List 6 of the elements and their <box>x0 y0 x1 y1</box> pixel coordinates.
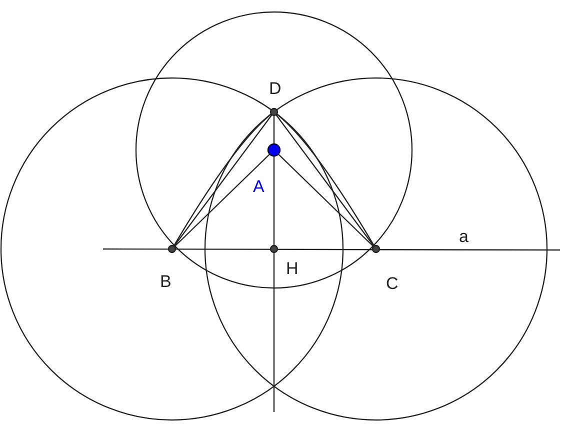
point-label: C <box>386 275 398 292</box>
point-label: A <box>253 178 264 195</box>
line-label: a <box>459 228 468 245</box>
point-label: D <box>269 80 282 97</box>
point-label: H <box>286 260 298 277</box>
point-label: B <box>160 273 172 290</box>
